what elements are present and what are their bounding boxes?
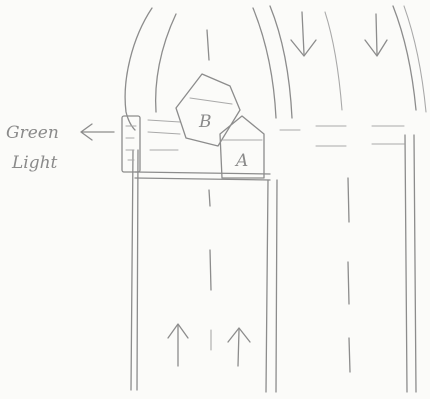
upper-road-edge-3 (392, 5, 417, 111)
traffic-light (121, 115, 141, 173)
crossing-line-2 (147, 131, 181, 135)
car-a: A (219, 115, 265, 179)
upper-road-edge-2 (269, 5, 293, 119)
lower-road-right-edge-2 (275, 179, 278, 393)
car-b-label: B (198, 112, 212, 132)
annotation-line-1: Green (6, 123, 59, 143)
crossing-line-1 (147, 119, 181, 123)
center-dashed-line (206, 29, 351, 373)
car-b: B (175, 73, 241, 147)
lower-road-left-edge-1 (130, 149, 134, 391)
far-right-edge-1 (404, 134, 408, 393)
left-curb-curve (124, 7, 153, 131)
left-curb-curve-2 (155, 13, 177, 113)
upper-lane-divider (324, 11, 343, 111)
upper-road-edge-4 (403, 5, 427, 113)
car-a-label: A (234, 151, 248, 171)
lower-road-right-edge-1 (265, 179, 269, 393)
stop-line (134, 171, 271, 175)
down-arrow-left (290, 11, 317, 57)
up-arrow-left (167, 323, 189, 367)
annotation-line-2: Light (11, 153, 58, 173)
annotation-arrow (80, 123, 115, 141)
stop-line-2 (134, 177, 271, 181)
green-light-annotation: Green Light (6, 123, 115, 173)
down-arrow-right (364, 13, 388, 57)
up-arrow-right (227, 327, 251, 367)
upper-road-edge-1 (252, 7, 277, 119)
lower-road-left-edge-2 (136, 149, 139, 391)
far-right-edge-2 (413, 134, 417, 393)
